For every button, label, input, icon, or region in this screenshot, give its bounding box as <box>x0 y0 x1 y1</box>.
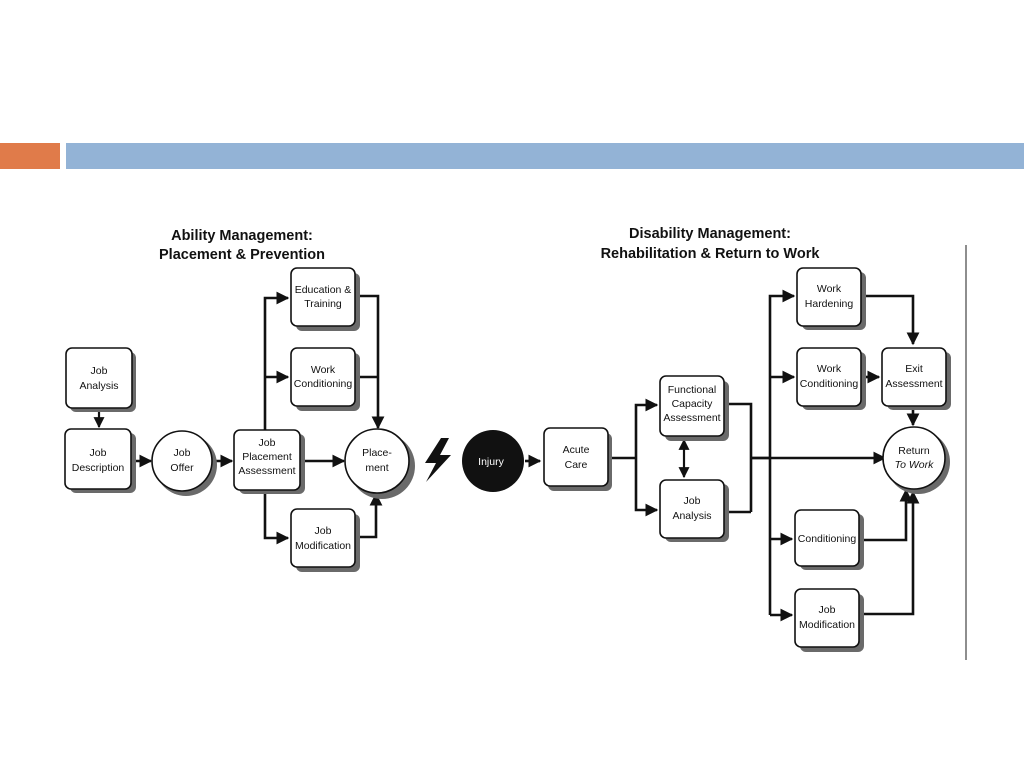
node-label: Job <box>259 437 276 449</box>
node-label: Return <box>898 445 930 457</box>
edge-jpa-education <box>263 291 290 432</box>
node-education-training: Education & Training <box>290 267 360 331</box>
edge-fca-merge <box>726 402 753 512</box>
right-title-line1: Disability Management: <box>629 226 791 242</box>
node-label: Work <box>817 363 842 375</box>
edge-education-placement <box>358 294 385 430</box>
node-placement: Place- ment <box>344 428 415 499</box>
node-label: Job <box>684 495 701 507</box>
node-label: Analysis <box>672 510 711 522</box>
node-label: Modification <box>799 619 855 631</box>
node-job-description: Job Description <box>64 428 136 493</box>
edge-acute-jobanalysis <box>634 458 659 517</box>
node-label: Description <box>72 462 125 474</box>
node-functional-capacity: Functional Capacity Assessment <box>659 375 729 441</box>
edge-jpa-jobmod <box>263 490 290 545</box>
node-label: Education & <box>295 284 352 296</box>
node-label: Assessment <box>663 412 720 424</box>
node-label: Job <box>819 604 836 616</box>
node-job-modification-right: Job Modification <box>794 588 864 652</box>
node-label: Job <box>174 447 191 459</box>
node-label: Assessment <box>885 378 942 390</box>
edge-conditioning-return <box>862 488 913 542</box>
edge-bus-workhardening <box>768 289 796 615</box>
edge-acute-fca <box>634 398 659 458</box>
node-job-offer: Job Offer <box>151 430 217 496</box>
left-title-line2: Placement & Prevention <box>159 247 325 263</box>
accent-bar-left <box>0 143 60 169</box>
node-label: Injury <box>478 456 504 468</box>
node-label: Conditioning <box>294 378 353 390</box>
injury-circle <box>462 430 524 492</box>
node-label: Work <box>311 364 336 376</box>
node-return-to-work: Return To Work <box>882 426 950 494</box>
node-work-conditioning-right: Work Conditioning <box>796 347 866 410</box>
node-job-modification-left: Job Modification <box>290 508 360 572</box>
right-title-line2: Rehabilitation & Return to Work <box>601 246 821 262</box>
node-label: ment <box>365 462 388 474</box>
node-label: Work <box>817 283 842 295</box>
node-exit-assessment: Exit Assessment <box>881 347 951 410</box>
node-label: Analysis <box>79 380 118 392</box>
edge-jobmod-return <box>862 490 920 616</box>
edges-left <box>93 291 385 545</box>
node-injury: Injury <box>462 430 524 492</box>
node-label: Offer <box>170 462 194 474</box>
edge-jobmod-placement <box>358 492 383 539</box>
accent-bar-right <box>66 143 1024 169</box>
node-label: Place- <box>362 447 392 459</box>
node-label: Placement <box>242 451 292 463</box>
node-label: Hardening <box>805 298 854 310</box>
node-job-analysis-right: Job Analysis <box>659 479 729 542</box>
node-label: Acute <box>563 444 590 456</box>
node-work-hardening: Work Hardening <box>796 267 866 330</box>
node-label: To Work <box>895 459 934 471</box>
node-label: Conditioning <box>800 378 859 390</box>
node-label: Exit <box>905 363 923 375</box>
node-label: Care <box>565 459 588 471</box>
node-label: Assessment <box>238 465 295 477</box>
node-conditioning: Conditioning <box>794 509 864 570</box>
node-label: Functional <box>668 384 716 396</box>
node-job-placement-assessment: Job Placement Assessment <box>233 429 305 494</box>
node-label: Job <box>90 447 107 459</box>
edges-right <box>525 289 920 622</box>
node-label: Training <box>304 298 342 310</box>
node-label: Job <box>91 365 108 377</box>
node-label: Job <box>315 525 332 537</box>
left-title-line1: Ability Management: <box>171 228 313 244</box>
node-label: Conditioning <box>798 533 857 545</box>
node-acute-care: Acute Care <box>543 427 612 491</box>
node-label: Capacity <box>672 398 714 410</box>
node-job-analysis-left: Job Analysis <box>65 347 136 412</box>
left-title: Ability Management: Placement & Preventi… <box>159 228 325 263</box>
edge-workhardening-exit <box>863 294 920 346</box>
right-title: Disability Management: Rehabilitation & … <box>601 226 821 262</box>
node-label: Modification <box>295 540 351 552</box>
lightning-bolt-icon <box>425 438 451 482</box>
node-work-conditioning-left: Work Conditioning <box>290 347 360 411</box>
